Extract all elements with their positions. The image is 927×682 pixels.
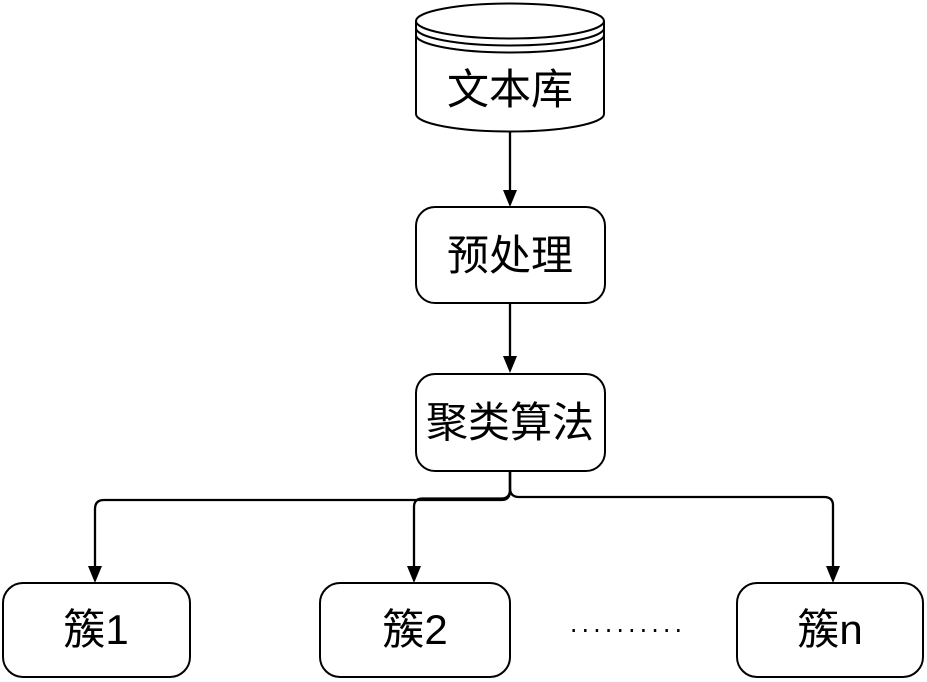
connector-clustering-cluster-n — [508, 471, 840, 583]
clustering-node: 聚类算法 — [415, 373, 606, 472]
connector-clustering-cluster1 — [88, 471, 512, 583]
cylinder-disc-line-2 — [415, 34, 605, 54]
database-node: 文本库 — [415, 2, 605, 133]
cluster-2-label: 簇2 — [382, 606, 447, 653]
cylinder-disc-line-1 — [415, 27, 605, 47]
cluster-1-node: 簇1 — [2, 582, 191, 678]
database-label: 文本库 — [447, 66, 573, 113]
connector-clustering-cluster2 — [407, 471, 512, 583]
cluster-n-node: 簇n — [736, 582, 924, 678]
cluster-1-box — [2, 582, 191, 678]
connector-database-preprocess — [503, 132, 517, 207]
clustering-label: 聚类算法 — [426, 399, 594, 446]
arrow-down-icon — [826, 566, 840, 583]
arrow-down-icon — [503, 356, 517, 373]
preprocess-label: 预处理 — [447, 232, 573, 279]
connector-clustering-cluster-n-line — [508, 471, 835, 567]
cluster-n-label: 簇n — [797, 606, 862, 653]
cylinder-top-ellipse — [415, 2, 605, 40]
cluster-1-label: 簇1 — [63, 606, 128, 653]
connector-clustering-cluster2-line — [412, 471, 512, 567]
cluster-2-node: 簇2 — [319, 582, 511, 678]
arrow-down-icon — [407, 566, 421, 583]
arrow-down-icon — [503, 190, 517, 207]
preprocess-node: 预处理 — [415, 206, 606, 304]
cluster-2-box — [319, 582, 511, 678]
connector-clustering-cluster1-line — [93, 471, 512, 567]
cylinder-body — [415, 21, 605, 133]
arrow-down-icon — [88, 566, 102, 583]
ellipsis-dots: ·········· — [570, 617, 686, 645]
connector-preprocess-clustering — [503, 303, 517, 373]
cluster-n-box — [736, 582, 924, 678]
